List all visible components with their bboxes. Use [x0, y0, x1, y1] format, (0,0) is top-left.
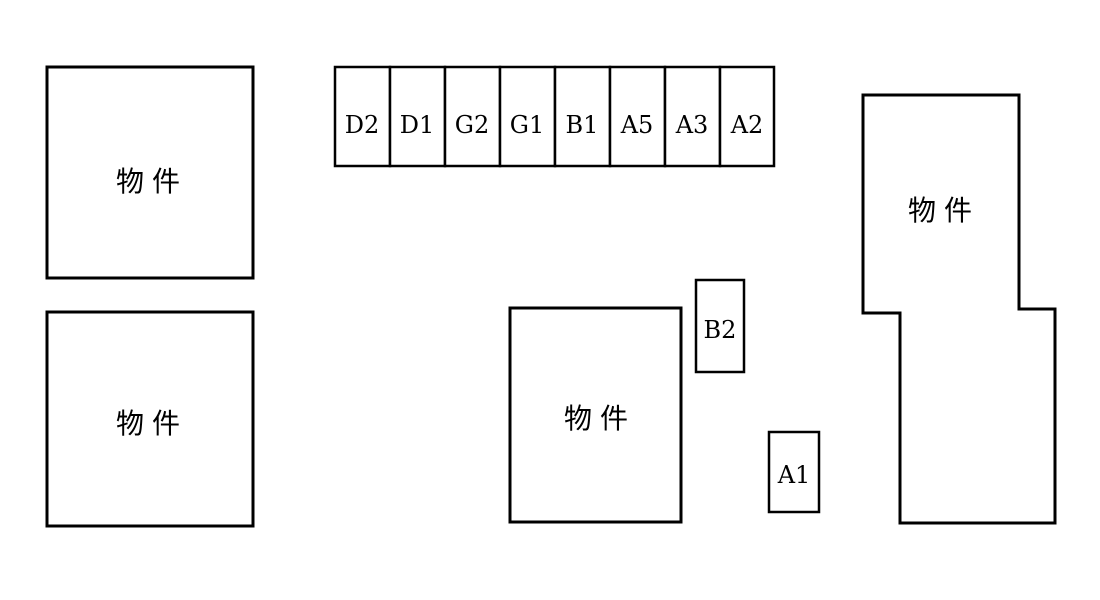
parking-slot-label: A2	[730, 111, 764, 139]
parking-slot-a1-outline	[767, 430, 821, 514]
parking-row: D2 D1 G2 G1 B1 A5 A3 A2	[333, 65, 776, 168]
parking-slot-label: G1	[510, 111, 544, 139]
parking-slot	[388, 65, 447, 168]
parking-slot	[718, 65, 776, 168]
parking-slot	[498, 65, 557, 168]
building-top-left-label: 物件	[116, 165, 188, 198]
parking-slot-label: D1	[400, 111, 435, 139]
building-center-label: 物件	[564, 402, 636, 435]
parking-slot-label: G2	[455, 111, 489, 139]
parking-slot-b2-label: B2	[704, 316, 737, 344]
building-center: 物件	[508, 306, 683, 524]
building-bottom-left-label: 物件	[116, 407, 188, 440]
parking-slot-label: A5	[620, 111, 654, 139]
parking-slot-label: D2	[345, 111, 380, 139]
parking-slot	[663, 65, 722, 168]
building-bottom-left: 物件	[45, 310, 255, 528]
building-bottom-left-outline	[45, 310, 255, 528]
building-right-label: 物件	[908, 194, 980, 227]
building-center-outline	[508, 306, 683, 524]
parking-slot-b2-outline	[694, 278, 746, 374]
parking-slot	[443, 65, 502, 168]
parking-slot-label: B1	[566, 111, 599, 139]
parking-slot	[553, 65, 612, 168]
parking-slot-a1-label: A1	[777, 461, 811, 489]
parking-slot	[608, 65, 667, 168]
parking-slot-b2: B2	[694, 278, 746, 374]
building-top-left: 物件	[45, 65, 255, 280]
parking-slot-label: A3	[675, 111, 709, 139]
building-right-outline	[861, 93, 1057, 525]
parking-slot-a1: A1	[767, 430, 821, 514]
building-right: 物件	[861, 93, 1057, 525]
building-top-left-outline	[45, 65, 255, 280]
